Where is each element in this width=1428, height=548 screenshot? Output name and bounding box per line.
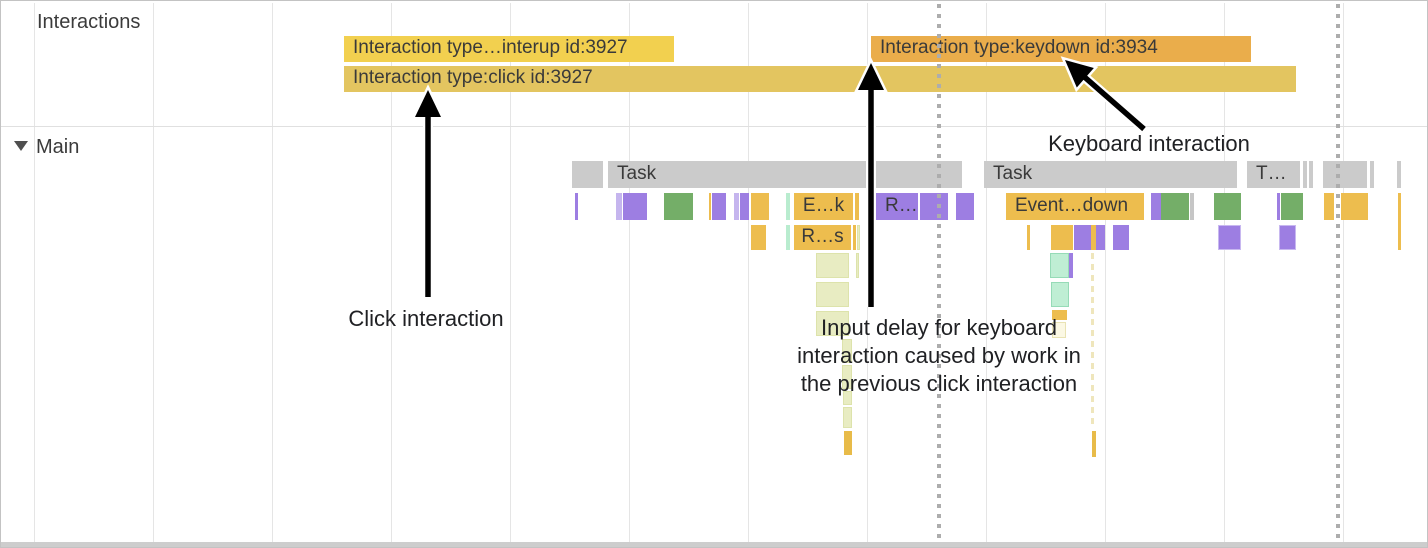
navigation-dotted-line xyxy=(1336,4,1340,542)
flame-bar[interactable] xyxy=(616,193,622,220)
flame-bar-e-k[interactable]: E…k xyxy=(794,193,853,220)
flame-bar[interactable] xyxy=(712,193,726,220)
annotation-line: Input delay for keyboard xyxy=(820,315,1058,340)
flame-bar-faint-column xyxy=(1091,253,1094,427)
flame-bar[interactable] xyxy=(816,282,849,307)
flame-bar[interactable] xyxy=(1281,193,1303,220)
click-arrow xyxy=(411,84,445,297)
track-divider xyxy=(1,126,1427,127)
task-bar[interactable] xyxy=(1370,161,1374,188)
flame-bar-r-s[interactable]: R…s xyxy=(794,225,851,250)
annotation-line: Click interaction xyxy=(348,306,504,331)
task-bar[interactable] xyxy=(1397,161,1401,188)
annotation-line: interaction caused by work in xyxy=(797,343,1081,368)
flame-bar[interactable] xyxy=(751,225,766,250)
task-bar[interactable] xyxy=(572,161,603,188)
flame-bar[interactable] xyxy=(843,407,852,428)
flame-bar[interactable] xyxy=(920,193,948,220)
timeline-gridline xyxy=(1105,3,1106,542)
flame-bar[interactable] xyxy=(842,365,852,389)
flame-bar[interactable] xyxy=(843,391,852,405)
annotation-line: the previous click interaction xyxy=(800,371,1078,396)
flame-bar[interactable] xyxy=(751,193,769,220)
flame-bar[interactable] xyxy=(1091,225,1096,250)
timeline-gridline xyxy=(748,3,749,542)
flame-bar[interactable] xyxy=(786,193,790,220)
flame-bar[interactable] xyxy=(786,225,790,250)
timeline-gridline xyxy=(1224,3,1225,542)
timeline-gridline xyxy=(272,3,273,542)
flame-bar[interactable] xyxy=(740,193,749,220)
flame-bar[interactable] xyxy=(709,193,711,220)
main-track-label[interactable]: Main xyxy=(36,136,80,158)
flame-bar[interactable] xyxy=(1324,193,1334,220)
flame-bar-event-down[interactable]: Event…down xyxy=(1006,193,1144,220)
flame-bar[interactable] xyxy=(844,431,852,455)
interaction-bar-click[interactable]: Interaction type:click id:3927 xyxy=(344,66,1296,92)
flame-bar[interactable] xyxy=(1161,193,1189,220)
timeline-gridline xyxy=(153,3,154,542)
flame-bar[interactable] xyxy=(853,225,856,250)
flame-bar[interactable] xyxy=(575,193,578,220)
timeline-gridline xyxy=(1343,3,1344,542)
click-annotation: Click interaction xyxy=(306,305,546,333)
flame-bar[interactable] xyxy=(1027,225,1030,250)
annotation-line: Keyboard interaction xyxy=(1048,131,1250,156)
flame-bar[interactable] xyxy=(856,253,859,278)
flame-bar[interactable] xyxy=(1052,322,1066,338)
keyboard-annotation: Keyboard interaction xyxy=(1019,130,1279,158)
flame-bar[interactable] xyxy=(1218,225,1241,250)
flame-bar[interactable] xyxy=(623,193,647,220)
main-track-collapse-icon[interactable] xyxy=(14,141,28,151)
flame-bar[interactable] xyxy=(855,193,859,220)
flame-bar[interactable] xyxy=(1092,431,1096,457)
flame-bar[interactable] xyxy=(1341,193,1368,220)
flame-bar[interactable] xyxy=(816,311,849,336)
timeline-gridline xyxy=(391,3,392,542)
flame-bar[interactable] xyxy=(857,225,860,250)
flame-bar[interactable] xyxy=(1074,225,1105,250)
task-bar-task[interactable]: Task xyxy=(608,161,962,188)
task-bar-t[interactable]: T… xyxy=(1247,161,1300,188)
task-bar-task[interactable]: Task xyxy=(984,161,1237,188)
timeline-gridline xyxy=(629,3,630,542)
interaction-bar-pointerup[interactable]: Interaction type…interup id:3927 xyxy=(344,36,674,62)
interaction-bar-keydown[interactable]: Interaction type:keydown id:3934 xyxy=(871,36,1251,62)
bottom-border-strip xyxy=(1,542,1427,547)
flame-bar[interactable] xyxy=(1113,225,1129,250)
flame-bar[interactable] xyxy=(1214,193,1241,220)
flame-bar[interactable] xyxy=(842,339,852,363)
flame-bar[interactable] xyxy=(1052,310,1067,320)
flame-bar[interactable] xyxy=(734,193,739,220)
flame-bar-r[interactable]: R… xyxy=(876,193,918,220)
flame-bar[interactable] xyxy=(1051,282,1069,307)
interactions-track-label: Interactions xyxy=(37,11,141,33)
timeline-gridline xyxy=(510,3,511,542)
flame-bar[interactable] xyxy=(1398,193,1401,250)
navigation-dotted-line xyxy=(937,4,941,542)
flame-bar[interactable] xyxy=(956,193,974,220)
flame-bar[interactable] xyxy=(664,193,693,220)
flame-bar[interactable] xyxy=(1190,193,1194,220)
task-bar[interactable] xyxy=(1303,161,1307,188)
timeline-gridline xyxy=(34,3,35,542)
task-bar[interactable] xyxy=(1309,161,1313,188)
flame-bar[interactable] xyxy=(1051,225,1073,250)
flame-bar[interactable] xyxy=(1277,193,1280,220)
flame-bar[interactable] xyxy=(1050,253,1069,278)
flame-bar[interactable] xyxy=(1069,253,1073,278)
input-delay-annotation: Input delay for keyboard interaction caus… xyxy=(774,314,1104,398)
flame-bar[interactable] xyxy=(1151,193,1161,220)
task-bar[interactable] xyxy=(1323,161,1367,188)
flame-bar[interactable] xyxy=(816,253,849,278)
flame-bar[interactable] xyxy=(1279,225,1296,250)
timeline-gridline xyxy=(986,3,987,542)
